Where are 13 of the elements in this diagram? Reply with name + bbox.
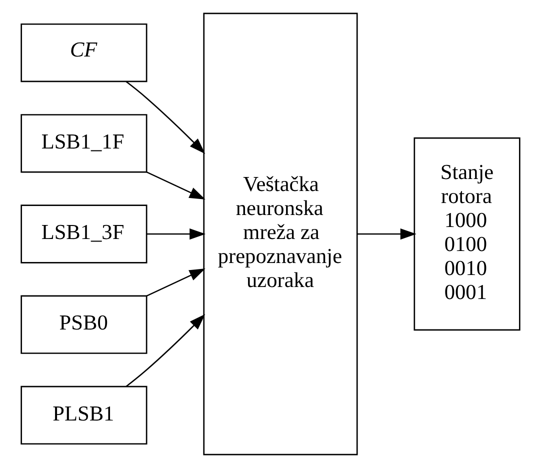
arrow xyxy=(357,228,416,240)
node-box: Veštačka neuronska mreža za prepoznavanje uzoraka xyxy=(203,12,358,456)
node-box: LSB1_1F xyxy=(20,114,148,173)
arrow xyxy=(146,268,206,297)
arrow xyxy=(126,314,206,387)
node-box: Stanje rotora 1000 0100 0010 0001 xyxy=(414,137,520,331)
node-box: LSB1_3F xyxy=(20,204,148,264)
node-box: PLSB1 xyxy=(20,386,148,445)
node-box: PSB0 xyxy=(20,295,148,354)
arrow xyxy=(146,171,206,200)
arrow xyxy=(126,81,206,154)
arrow xyxy=(146,228,206,240)
node-box: CF xyxy=(20,23,148,82)
